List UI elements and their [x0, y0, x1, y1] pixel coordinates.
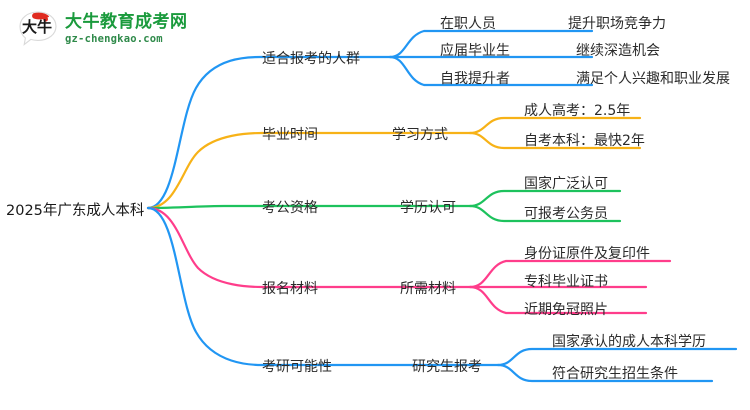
- branch-4-child-leaf-2[interactable]: 专科毕业证书: [524, 274, 608, 290]
- svg-text:大牛: 大牛: [22, 18, 52, 36]
- branch-3-child-leaf-1[interactable]: 国家广泛认可: [524, 176, 608, 192]
- logo-domain: gz-chengkao.com: [65, 32, 163, 45]
- branch-1-child-label-3[interactable]: 自我提升者: [440, 71, 510, 87]
- site-logo[interactable]: 大牛 大牛教育成考网 gz-chengkao.com: [18, 10, 188, 48]
- trunk-branch-4: [146, 206, 264, 289]
- branch-5-child-leaf-1[interactable]: 国家承认的成人本科学历: [552, 334, 706, 350]
- trunk-branch-1: [146, 55, 264, 210]
- branch-2-child-leaf-2[interactable]: 自考本科：最快2年: [524, 133, 645, 149]
- branch-3-child-leaf-2[interactable]: 可报考公务员: [524, 206, 608, 222]
- branch-3-sub-label[interactable]: 学历认可: [400, 200, 456, 216]
- branch-label-4[interactable]: 报名材料: [262, 281, 318, 297]
- branch-1-child-leaf-3[interactable]: 满足个人兴趣和职业发展: [576, 71, 730, 87]
- branch-5-sub-label[interactable]: 研究生报考: [412, 359, 482, 375]
- branch-4-sub-label[interactable]: 所需材料: [400, 281, 456, 297]
- branch-label-5[interactable]: 考研可能性: [262, 359, 332, 375]
- branch-1-child-label-2[interactable]: 应届毕业生: [440, 43, 510, 59]
- trunk-branch-3: [146, 204, 264, 210]
- branch-2-sub-label[interactable]: 学习方式: [392, 127, 448, 143]
- trunk-branch-5: [146, 206, 264, 367]
- branch-label-1[interactable]: 适合报考的人群: [262, 51, 360, 67]
- branch-2-child-leaf-1[interactable]: 成人高考：2.5年: [524, 103, 631, 119]
- branch-label-3[interactable]: 考公资格: [262, 200, 318, 216]
- trunk-branch-2: [146, 131, 264, 210]
- logo-name-cn: 大牛教育成考网: [65, 11, 188, 32]
- branch-4-child-leaf-3[interactable]: 近期免冠照片: [524, 302, 608, 318]
- root-node[interactable]: 2025年广东成人本科: [6, 203, 145, 219]
- branch-label-2[interactable]: 毕业时间: [262, 127, 318, 143]
- branch-5-child-leaf-2[interactable]: 符合研究生招生条件: [552, 366, 678, 382]
- branch-4-child-leaf-1[interactable]: 身份证原件及复印件: [524, 246, 650, 262]
- logo-speech-bubble-icon: 大牛: [18, 10, 58, 48]
- branch-1-child-leaf-1[interactable]: 提升职场竞争力: [568, 16, 666, 32]
- branch-1-child-label-1[interactable]: 在职人员: [440, 16, 496, 32]
- branch-1-child-leaf-2[interactable]: 继续深造机会: [576, 43, 660, 59]
